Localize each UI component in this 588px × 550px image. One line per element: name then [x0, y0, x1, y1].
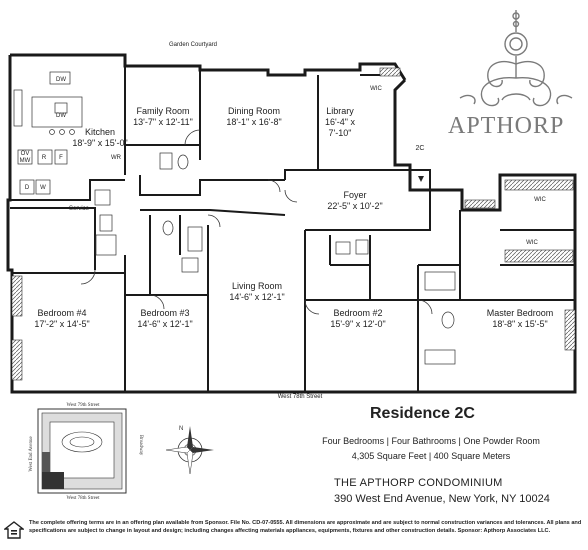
dw-label-1: DW [56, 77, 66, 83]
svg-text:18'-9" x 15'-0": 18'-9" x 15'-0" [72, 138, 127, 148]
svg-text:Dining Room: Dining Room [228, 106, 280, 116]
features-line: Four Bedrooms | Four Bathrooms | One Pow… [322, 436, 540, 446]
room-library: Library 16'-4" x 7'-10" [325, 106, 355, 138]
wic-label-master-1: WIC [534, 197, 546, 203]
svg-text:Foyer: Foyer [343, 190, 366, 200]
site-map: West 79th Street West 78th Street West E… [29, 403, 127, 501]
room-living-room: Living Room 14'-6" x 12'-1" [229, 281, 284, 302]
svg-text:Family Room: Family Room [136, 106, 189, 116]
fixtures [11, 67, 576, 381]
residence-title: Residence 2C [370, 405, 475, 422]
svg-text:Library: Library [326, 106, 354, 116]
room-kitchen: Kitchen 18'-9" x 15'-0" [72, 127, 127, 148]
svg-text:Master Bedroom: Master Bedroom [487, 308, 554, 318]
svg-text:Living Room: Living Room [232, 281, 282, 291]
apthorp-brand-name: APTHORP [448, 113, 565, 139]
site-map-street-bottom: West 78th Street [67, 496, 101, 501]
site-map-avenue-left: West End Avenue [29, 436, 34, 472]
refrigerator-label: R [42, 155, 47, 161]
svg-text:18'-1" x 16'-8": 18'-1" x 16'-8" [226, 117, 281, 127]
condominium-name: THE APTHORP CONDOMINIUM [334, 477, 503, 489]
dw-label-2: DW [56, 113, 66, 119]
unit-marker: 2C [416, 145, 425, 152]
room-bedroom-4: Bedroom #4 17'-2" x 14'-5" [34, 308, 89, 329]
compass-rose-icon: N [165, 426, 214, 475]
room-dining-room: Dining Room 18'-1" x 16'-8" [226, 106, 281, 127]
svg-text:Bedroom #4: Bedroom #4 [37, 308, 86, 318]
svg-text:13'-7" x 12'-11": 13'-7" x 12'-11" [133, 117, 193, 127]
svg-text:14'-6" x 12'-1": 14'-6" x 12'-1" [229, 292, 284, 302]
floor-plan: Garden Courtyard West 78th Street [6, 42, 577, 400]
unit-entry-marker [418, 176, 424, 182]
room-bedroom-2: Bedroom #2 15'-9" x 12'-0" [330, 308, 385, 329]
apthorp-crest-logo [459, 10, 573, 107]
room-family-room: Family Room 13'-7" x 12'-11" [133, 106, 193, 127]
condominium-address: 390 West End Avenue, New York, NY 10024 [334, 493, 550, 505]
compass-north-label: N [179, 426, 183, 432]
svg-text:7'-10": 7'-10" [329, 128, 352, 138]
room-master-bedroom: Master Bedroom 18'-8" x 15'-5" [487, 308, 554, 329]
svg-text:18'-8" x 15'-5": 18'-8" x 15'-5" [492, 319, 547, 329]
area-line: 4,305 Square Feet | 400 Square Meters [351, 451, 511, 461]
service-label: Service [69, 206, 90, 212]
legal-disclaimer: The complete offering terms are in an of… [29, 520, 582, 534]
svg-text:22'-5" x 10'-2": 22'-5" x 10'-2" [327, 201, 382, 211]
svg-text:15'-9" x 12'-0": 15'-9" x 12'-0" [330, 319, 385, 329]
room-bedroom-3: Bedroom #3 14'-6" x 12'-1" [137, 308, 192, 329]
dryer-label: D [25, 185, 30, 191]
broadway-label-wrap: Broadway [138, 435, 143, 456]
svg-text:17'-2" x 14'-5": 17'-2" x 14'-5" [34, 319, 89, 329]
microwave-label: MW [20, 158, 31, 164]
washer-label: W [40, 185, 46, 191]
site-map-street-top: West 79th Street [67, 403, 101, 408]
room-foyer: Foyer 22'-5" x 10'-2" [327, 190, 382, 211]
wic-label-master-2: WIC [526, 240, 538, 246]
svg-text:Bedroom #2: Bedroom #2 [333, 308, 382, 318]
freezer-label: F [59, 155, 63, 161]
equal-housing-opportunity-icon [4, 521, 24, 539]
wr-label: WR [111, 155, 122, 161]
site-map-avenue-right: Broadway [138, 435, 143, 456]
svg-text:Kitchen: Kitchen [85, 127, 115, 137]
svg-text:Bedroom #3: Bedroom #3 [140, 308, 189, 318]
svg-text:14'-6" x 12'-1": 14'-6" x 12'-1" [137, 319, 192, 329]
garden-courtyard-label: Garden Courtyard [169, 42, 217, 48]
interior-walls [10, 66, 575, 392]
svg-text:16'-4" x: 16'-4" x [325, 117, 355, 127]
oven-label: OV [21, 151, 30, 157]
wic-label-library: WIC [370, 86, 382, 92]
west-78th-street-label: West 78th Street [278, 394, 323, 400]
